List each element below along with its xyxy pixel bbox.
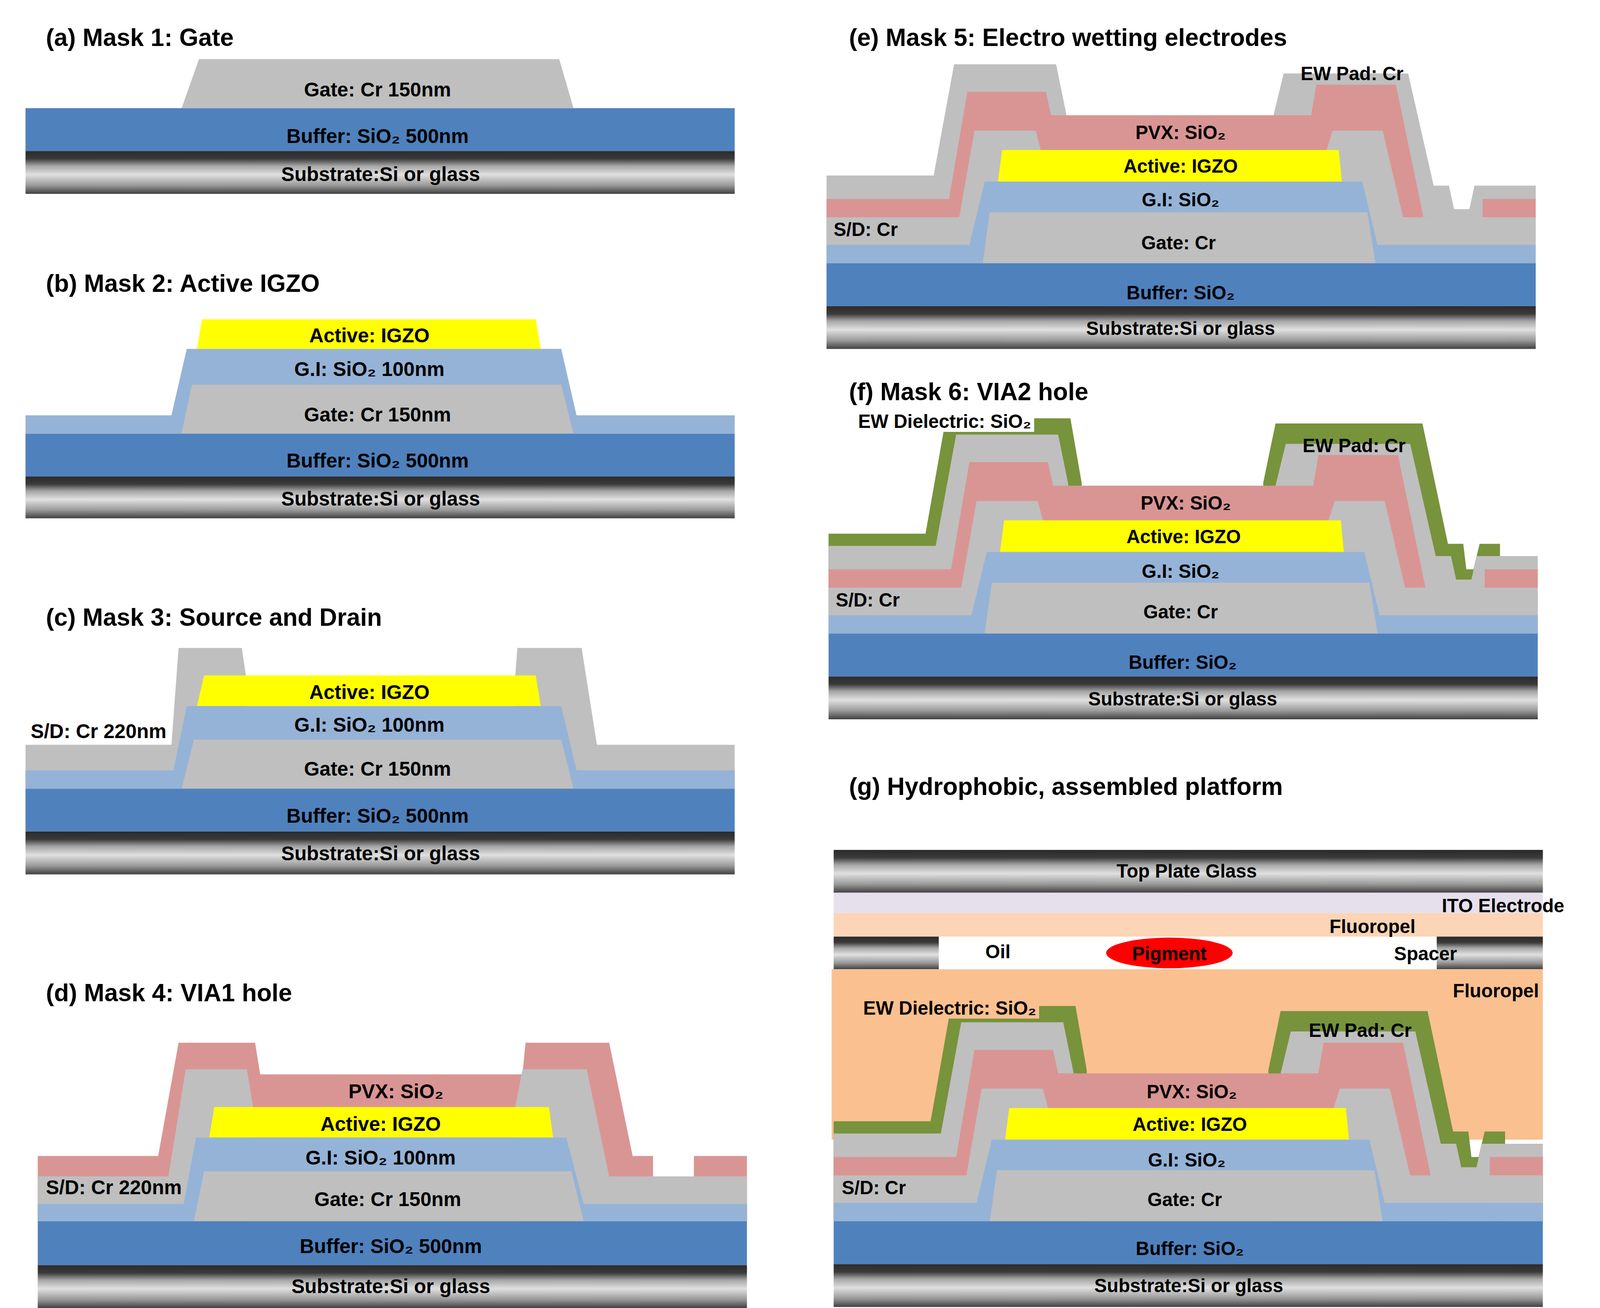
layer-shape	[181, 59, 574, 109]
layer-label: Fluoropel	[1453, 980, 1540, 1002]
layer-label: Substrate:Si or glass	[281, 842, 481, 865]
layer-label: Buffer: SiO₂	[1135, 1237, 1244, 1259]
layer-label: Buffer: SiO₂	[1128, 651, 1237, 673]
layer-label: Fluoropel	[1329, 915, 1416, 937]
layer-shape	[25, 150, 735, 194]
layer-shape	[833, 849, 1544, 893]
layer-label: Gate: Cr	[1147, 1188, 1223, 1210]
layer-label: Gate: Cr 150nm	[314, 1188, 461, 1211]
layer-label: G.I: SiO₂	[1147, 1149, 1226, 1171]
panel-heading: (f) Mask 6: VIA2 hole	[849, 378, 1089, 406]
layer-shape	[196, 675, 541, 706]
layer-label: S/D: Cr	[833, 219, 898, 240]
layer-shape	[25, 476, 735, 519]
layer-shape	[25, 108, 735, 152]
layer-label: S/D: Cr	[841, 1177, 906, 1198]
layer-label: Active: IGZO	[1126, 526, 1241, 548]
layer-label: PVX: SiO₂	[1146, 1081, 1237, 1102]
panel-d-section	[37, 1042, 747, 1308]
layer-label: Buffer: SiO₂ 500nm	[286, 450, 469, 472]
layer-label: PVX: SiO₂	[348, 1080, 444, 1103]
layer-label: PVX: SiO₂	[1140, 492, 1232, 514]
layer-shape	[833, 936, 940, 969]
panel-heading: (c) Mask 3: Source and Drain	[45, 603, 382, 631]
layer-label: Gate: Cr	[1143, 601, 1219, 623]
panel-b-section	[25, 319, 735, 519]
layer-label: S/D: Cr 220nm	[45, 1176, 183, 1198]
panel-c-section	[25, 647, 735, 875]
layer-shape	[25, 348, 735, 434]
layer-label: Active: IGZO	[309, 681, 430, 704]
layer-shape	[209, 1106, 553, 1138]
layer-shape	[25, 433, 735, 477]
layer-shape	[1105, 937, 1233, 968]
layer-shape	[181, 384, 574, 434]
layer-label: G.I: SiO₂	[1142, 560, 1220, 582]
layer-shape	[25, 705, 735, 789]
layer-shape	[833, 892, 1544, 914]
panel-heading: (a) Mask 1: Gate	[45, 24, 234, 51]
layer-label: EW Pad: Cr	[1300, 62, 1404, 84]
layer-shape	[196, 319, 541, 350]
layer-label: Buffer: SiO₂ 500nm	[286, 125, 469, 148]
layer-label: Gate: Cr 150nm	[304, 78, 452, 101]
layer-label: G.I: SiO₂ 100nm	[294, 714, 445, 736]
layer-label: Substrate:Si or glass	[1086, 318, 1276, 339]
layer-label: PVX: SiO₂	[1135, 122, 1227, 143]
layer-label: G.I: SiO₂ 100nm	[305, 1146, 457, 1169]
layer-label: Active: IGZO	[1123, 155, 1238, 177]
layer-label: Substrate:Si or glass	[281, 163, 481, 186]
layer-shape	[833, 913, 1544, 937]
layer-label: Gate: Cr 150nm	[304, 404, 452, 426]
layer-label: Buffer: SiO₂ 500nm	[286, 805, 469, 827]
layer-shape	[37, 1137, 747, 1222]
layer-label: EW Dielectric: SiO₂	[860, 997, 1040, 1019]
panel-heading: (e) Mask 5: Electro wetting electrodes	[849, 24, 1288, 51]
panel-f-section	[828, 418, 1538, 720]
layer-shape	[181, 739, 574, 789]
layer-label: ITO Electrode	[1441, 895, 1565, 916]
layer-label: Gate: Cr	[1141, 232, 1217, 254]
layer-shape	[37, 1264, 747, 1308]
layer-label: Substrate:Si or glass	[291, 1275, 491, 1298]
layer-shape	[25, 788, 735, 832]
layer-shape	[833, 1022, 1544, 1307]
layer-label: Gate: Cr 150nm	[304, 758, 452, 780]
layer-label: Buffer: SiO₂	[1126, 282, 1235, 304]
layer-label: Substrate:Si or glass	[1088, 688, 1278, 710]
layer-label: Oil	[985, 941, 1011, 962]
layer-label: Active: IGZO	[320, 1113, 441, 1136]
layer-label: EW Pad: Cr	[1308, 1019, 1412, 1041]
panel-a-section	[25, 59, 735, 194]
layer-label: S/D: Cr	[835, 589, 900, 611]
layer-label: S/D: Cr 220nm	[30, 720, 167, 743]
layer-shape	[25, 831, 735, 875]
layer-label: EW Pad: Cr	[1302, 435, 1406, 457]
layer-label: Spacer	[1394, 943, 1458, 964]
panel-g-section	[831, 849, 1543, 1307]
layer-label: G.I: SiO₂	[1142, 189, 1220, 211]
layer-label: Active: IGZO	[309, 324, 430, 347]
panel-heading: (g) Hydrophobic, assembled platform	[849, 773, 1283, 800]
panel-heading: (d) Mask 4: VIA1 hole	[45, 978, 293, 1006]
layer-shape	[826, 64, 1536, 349]
panel-e-section	[826, 64, 1536, 349]
layer-label: Substrate:Si or glass	[1094, 1275, 1284, 1296]
panel-heading: (b) Mask 2: Active IGZO	[45, 270, 320, 297]
layer-label: G.I: SiO₂ 100nm	[294, 358, 445, 380]
layer-label: Active: IGZO	[1132, 1113, 1247, 1135]
layer-label: Buffer: SiO₂ 500nm	[299, 1235, 482, 1258]
layer-shape	[37, 1221, 747, 1266]
layer-shape	[828, 434, 1538, 720]
layer-label: EW Dielectric: SiO₂	[855, 411, 1035, 432]
layer-label: Substrate:Si or glass	[281, 487, 481, 510]
layer-label: Top Plate Glass	[1116, 860, 1258, 882]
layer-label: Pigment	[1132, 943, 1207, 964]
layer-shape	[193, 1171, 584, 1222]
